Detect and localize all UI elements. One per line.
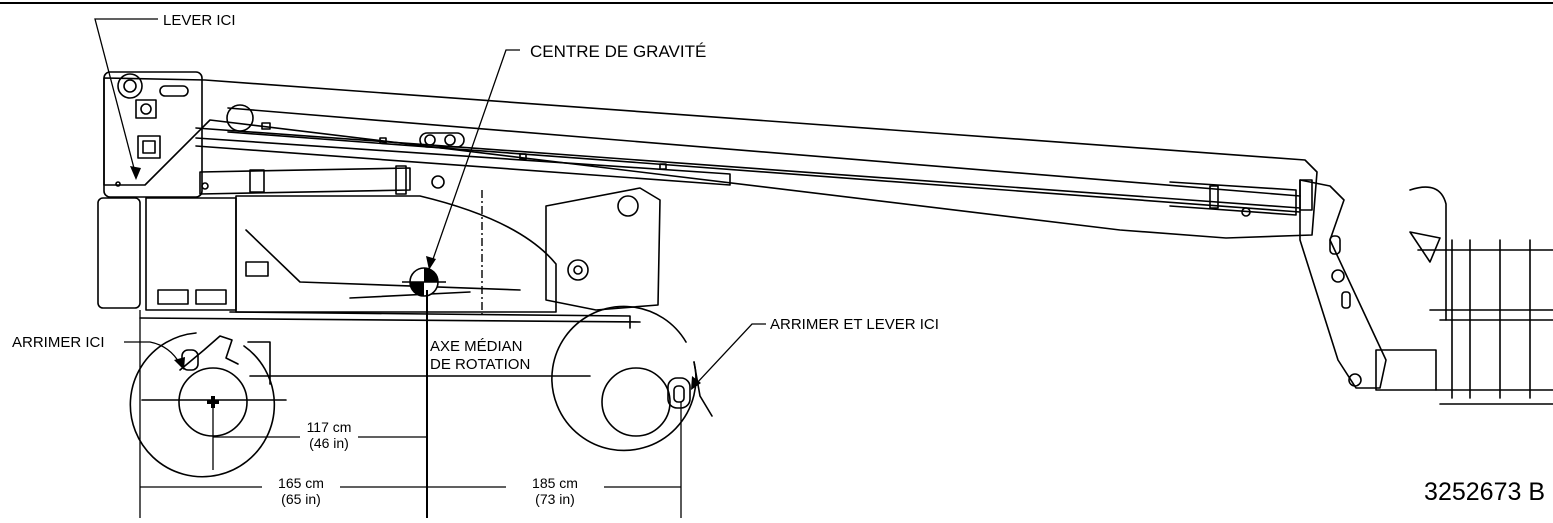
platform-basket: [1375, 186, 1553, 405]
figure-code: 3252673 B: [1424, 478, 1545, 506]
jib-arm: [1299, 179, 1387, 389]
dimension-65-in: (65 in): [281, 491, 321, 507]
dimension-46-in: (46 in): [309, 435, 349, 451]
rear-wheel: [129, 332, 276, 478]
dimension-lines: [139, 290, 682, 518]
leader-lines: [94, 18, 766, 385]
dimension-165-cm: 165 cm: [278, 475, 324, 491]
center-marks: [207, 396, 219, 408]
boom: [103, 77, 1318, 239]
rotation-axis-label-line1: AXE MÉDIAN: [430, 338, 523, 355]
dimension-117-cm: 117 cm: [307, 419, 352, 435]
turret-mast: [103, 71, 209, 198]
center-of-gravity-label: CENTRE DE GRAVITÉ: [530, 42, 706, 61]
lift-cylinder: [199, 165, 445, 195]
chassis-body: [97, 187, 661, 377]
lift-here-label: LEVER ICI: [163, 12, 236, 29]
front-wheel: [551, 305, 713, 452]
tie-down-here-label: ARRIMER ICI: [12, 334, 105, 351]
center-of-gravity-symbol: [402, 267, 446, 297]
dimension-185-cm: 185 cm: [532, 475, 578, 491]
dimension-73-in: (73 in): [535, 491, 575, 507]
axle-lines: [141, 341, 287, 401]
rotation-axis-label-line2: DE ROTATION: [430, 356, 530, 373]
arrowheads: [130, 166, 701, 390]
tie-and-lift-here-label: ARRIMER ET LEVER ICI: [770, 316, 939, 333]
